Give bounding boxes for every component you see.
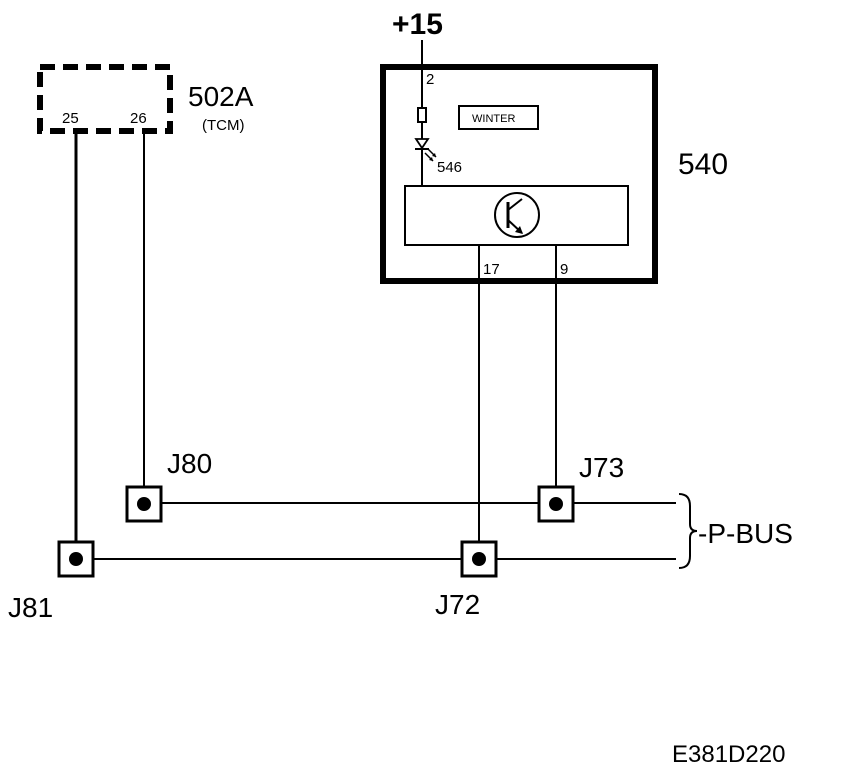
module-540-id-label: 540: [678, 148, 728, 181]
module-pin-9: 9: [560, 261, 568, 278]
winter-indicator-box: [458, 105, 539, 130]
wires: [74, 131, 676, 560]
p-bus-brace-icon: [678, 493, 698, 569]
tcm-pin-25: 25: [62, 110, 79, 127]
tcm-name-label: (TCM): [202, 117, 244, 134]
module-pin-17: 17: [483, 261, 500, 278]
junction-j73: [537, 485, 575, 523]
tcm-component: 25 26 502A (TCM): [37, 64, 254, 134]
winter-indicator-label: WINTER: [472, 113, 515, 125]
junction-j80: [125, 485, 163, 523]
junction-j81: [57, 540, 95, 578]
tcm-id-label: 502A: [188, 81, 254, 112]
tcm-pin-26: 26: [130, 110, 147, 127]
module-540: 2 546 WINTER 17 9: [380, 62, 658, 284]
junction-j81-label: J81: [8, 592, 53, 623]
junction-j73-label: J73: [579, 452, 624, 483]
supply-pin-2: 2: [426, 71, 434, 88]
tcm-dashed-box: [37, 64, 173, 134]
module-540-frame: [380, 64, 658, 284]
led-id-label: 546: [437, 159, 462, 176]
p-bus-label: -P-BUS: [698, 518, 793, 549]
drawing-code: E381D220: [672, 741, 785, 768]
junction-j80-label: J80: [167, 448, 212, 479]
resistor-icon: [417, 107, 427, 123]
led-icon: [414, 138, 437, 162]
transistor-icon: [494, 192, 540, 238]
junction-j72: [460, 540, 498, 578]
junction-j72-label: J72: [435, 589, 480, 620]
supply-label: +15: [392, 8, 443, 41]
